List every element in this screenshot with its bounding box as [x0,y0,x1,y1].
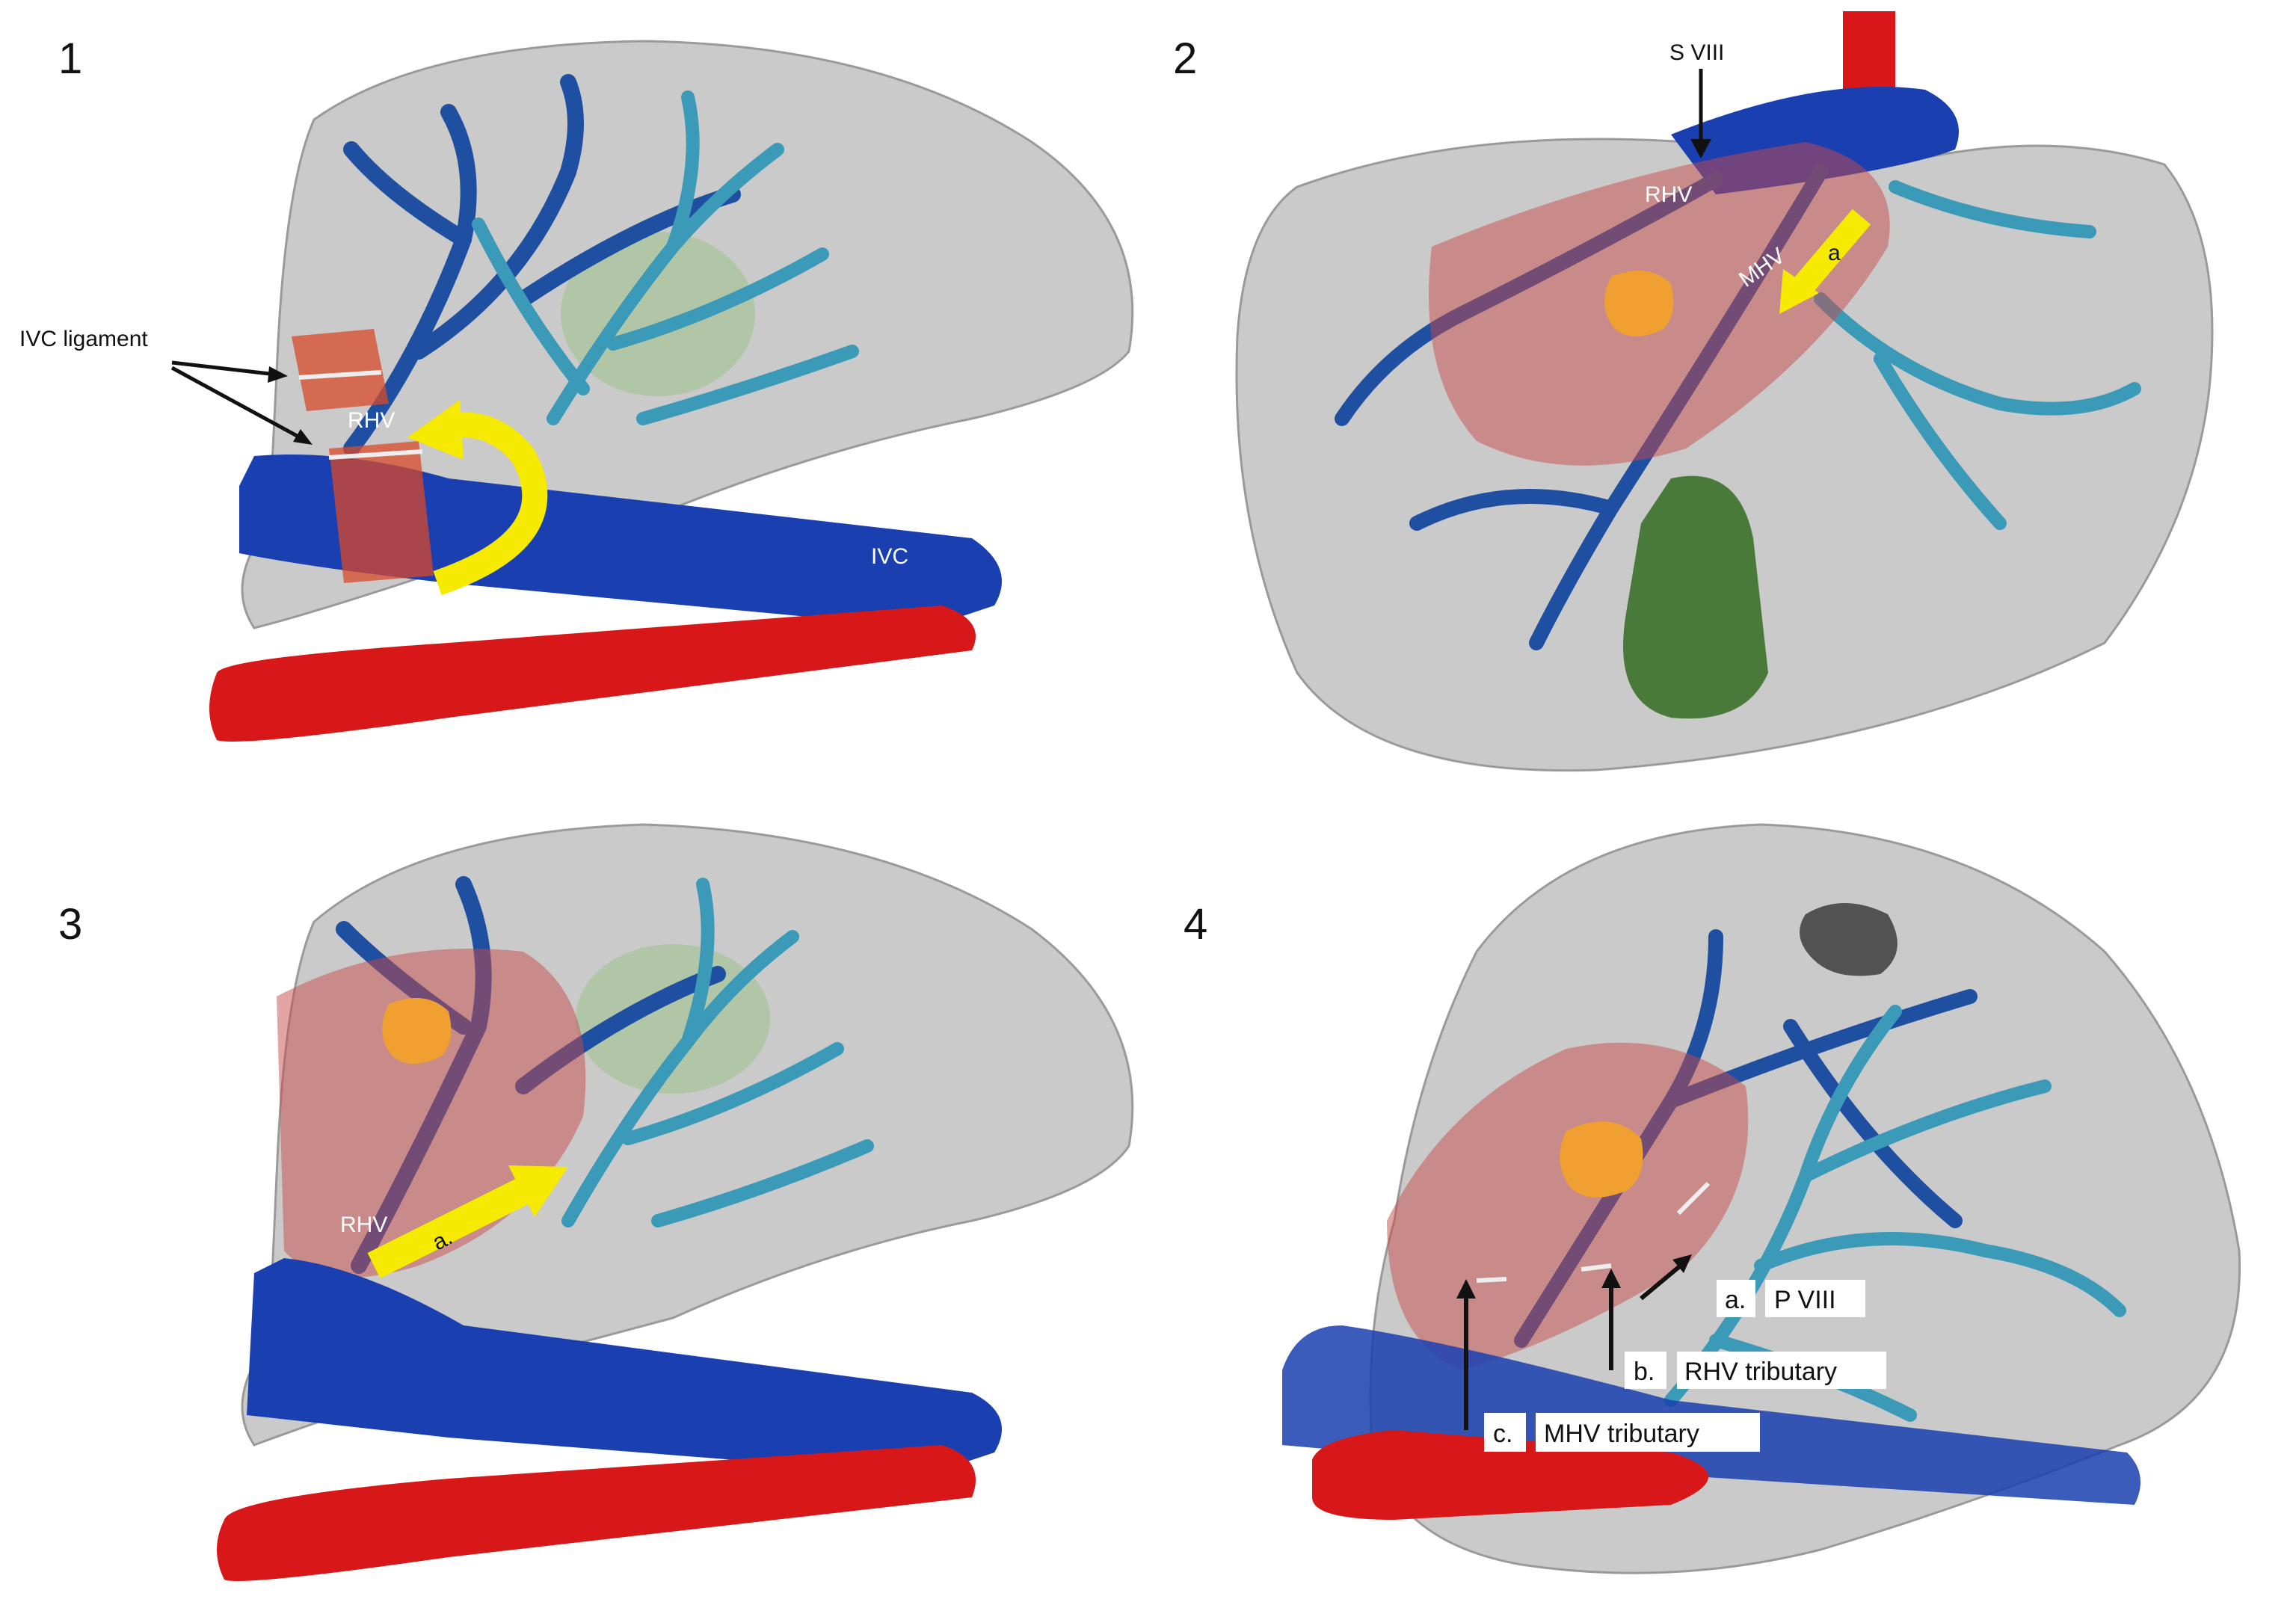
gallbladder [1800,903,1898,976]
callout-a-letter: a. [1725,1286,1746,1314]
approach-arrow-head [1779,269,1819,314]
s8-label: S VIII [1669,40,1724,65]
callout-c-letter: c. [1493,1420,1512,1448]
panel-1: 1 [19,34,1134,742]
callout-b-letter: b. [1634,1358,1655,1386]
panel-3-number: 3 [58,900,82,949]
callout-c-text: MHV tributary [1544,1420,1699,1448]
s8-pointer-head [1690,139,1711,158]
arrow-label: a [1828,241,1841,265]
ivc [247,1258,1002,1475]
rotation-arrow [433,412,548,596]
portal-vein-tree [561,878,874,1227]
aorta [209,606,976,742]
panel-1-number: 1 [58,34,82,83]
ivc-ligament-band-upper [292,329,389,411]
approach-arrow [367,1178,530,1278]
ligament-pointer-1-head [268,366,288,383]
tumor [1560,1121,1643,1198]
clamp-mark-lower [328,449,423,460]
callout-b-pointer-head [1601,1269,1621,1288]
ivc-ligament-band-lower [329,441,434,583]
approach-arrow-head [508,1165,568,1217]
gallbladder [576,944,770,1094]
panel-2: 2 S VIII RHV MHV a [1173,11,2214,772]
ligament-pointer-1 [171,360,283,378]
panel-2-number: 2 [1173,34,1197,83]
tumor [382,998,452,1064]
callout-a-pointer-head [1672,1254,1692,1273]
callout-a-pointer [1640,1259,1687,1301]
ivc-label: IVC [871,544,908,569]
clamp-mark-upper [298,370,382,380]
clamp-mark-b [1581,1263,1612,1272]
ivc-label: IVC [893,1345,931,1370]
callout-a: a. P VIII [1717,1280,1865,1317]
callout-b: b. RHV tributary [1625,1352,1886,1389]
portal-vein-tree [472,90,859,425]
ligament-pointer-2 [170,366,308,443]
portal-vein-tree [1664,1005,2126,1422]
gallbladder [561,232,755,396]
aorta [1312,1430,1708,1520]
resection-zone [1387,1042,1749,1370]
clamp-mark-c [1476,1277,1507,1283]
callout-c: c. MHV tributary [1484,1413,1760,1452]
panel-4: 4 a. P VII [1184,823,2241,1574]
callout-a-text: P VIII [1774,1286,1836,1314]
gallbladder [1623,475,1768,719]
ligament-pointer-2-head [293,429,313,445]
rotation-arrow-head [407,400,464,460]
approach-arrow [1788,209,1871,300]
rhv-label: RHV [1645,182,1692,207]
clamp-mark-a [1676,1181,1711,1216]
portal-vein-tree [1814,180,2141,530]
ivc-ligament-label: IVC ligament [19,327,148,351]
panel-3: 3 a. RHV IVC [58,823,1134,1581]
ivc [239,455,1002,628]
rhv-label: RHV [340,1213,387,1237]
panel-4-number: 4 [1184,900,1207,949]
tumor [1604,271,1674,336]
callout-b-text: RHV tributary [1684,1358,1837,1386]
aorta [217,1445,976,1581]
callout-c-pointer-head [1456,1279,1476,1299]
rhv-label: RHV [348,408,395,433]
